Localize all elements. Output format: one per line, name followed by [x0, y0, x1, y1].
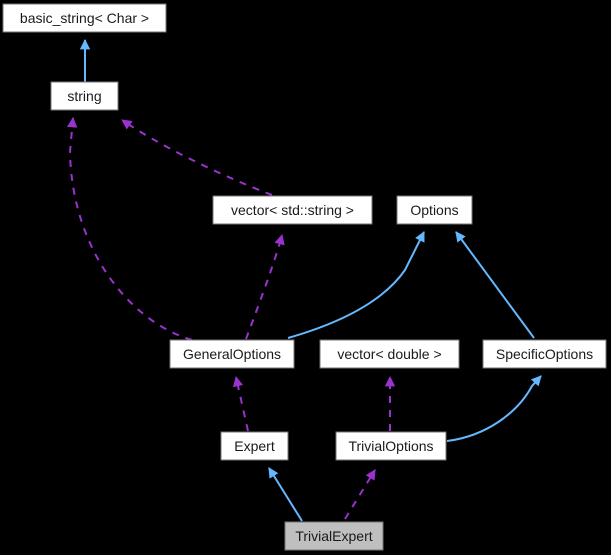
node-trivial-options[interactable]: TrivialOptions — [335, 431, 447, 461]
edge-general-options-to-options — [287, 231, 425, 339]
node-specific-options-box[interactable] — [482, 339, 607, 369]
node-options-box[interactable] — [396, 195, 473, 225]
node-options-label: Options — [410, 202, 458, 218]
edge-trivial-expert-to-expert — [268, 467, 303, 522]
edge-vector-string-to-string — [121, 119, 273, 196]
node-string[interactable]: string — [50, 81, 119, 111]
node-vector-double-label: vector< double > — [337, 346, 441, 362]
edge-specific-options-to-options — [455, 231, 535, 339]
node-expert-box[interactable] — [220, 431, 289, 461]
edge-general-options-to-string — [66, 116, 193, 341]
node-general-options[interactable]: GeneralOptions — [169, 339, 295, 369]
node-vector-double-box[interactable] — [319, 339, 460, 369]
node-trivial-options-label: TrivialOptions — [348, 438, 433, 454]
node-specific-options-label: SpecificOptions — [496, 346, 593, 362]
node-vector-string-box[interactable] — [212, 195, 373, 225]
edge-general-options-to-vector-string — [245, 233, 285, 340]
node-general-options-box[interactable] — [169, 339, 295, 369]
edge-trivial-expert-to-trivial-options — [344, 469, 376, 520]
node-vector-double[interactable]: vector< double > — [319, 339, 460, 369]
node-vector-string-label: vector< std::string > — [231, 202, 354, 218]
node-expert[interactable]: Expert — [220, 431, 289, 461]
edge-trivial-options-to-specific-options — [446, 375, 542, 442]
node-trivial-expert-label: TrivialExpert — [295, 528, 372, 544]
node-string-label: string — [67, 88, 101, 104]
node-trivial-expert-box[interactable] — [284, 521, 384, 551]
node-layer: basic_string< Char > string vector< std:… — [2, 3, 607, 551]
node-basic-string[interactable]: basic_string< Char > — [2, 3, 167, 33]
node-options[interactable]: Options — [396, 195, 473, 225]
node-basic-string-label: basic_string< Char > — [20, 10, 149, 26]
node-expert-label: Expert — [234, 438, 275, 454]
node-basic-string-box[interactable] — [2, 3, 167, 33]
node-trivial-expert[interactable]: TrivialExpert — [284, 521, 384, 551]
node-vector-string[interactable]: vector< std::string > — [212, 195, 373, 225]
edge-layer — [66, 38, 542, 522]
node-specific-options[interactable]: SpecificOptions — [482, 339, 607, 369]
node-general-options-label: GeneralOptions — [183, 346, 281, 362]
edge-expert-to-general-options — [232, 375, 249, 432]
node-string-box[interactable] — [50, 81, 119, 111]
node-trivial-options-box[interactable] — [335, 431, 447, 461]
